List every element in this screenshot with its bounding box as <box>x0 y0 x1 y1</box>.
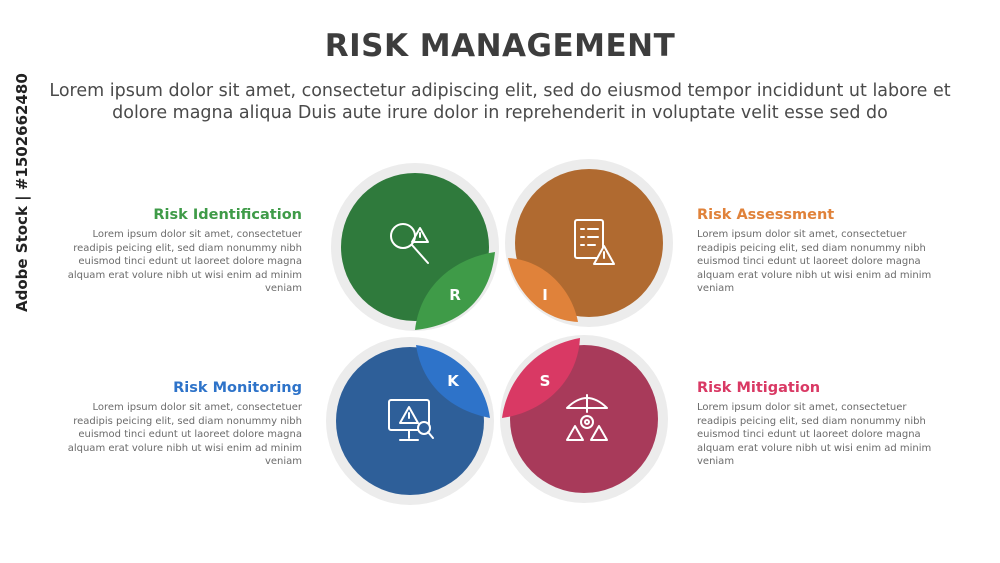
page-subtitle: Lorem ipsum dolor sit amet, consectetur … <box>49 81 951 123</box>
stock-watermark: Adobe Stock | #1502662480 <box>13 73 31 312</box>
block-body: Lorem ipsum dolor sit amet, consectetuer… <box>697 402 932 467</box>
block-body: Lorem ipsum dolor sit amet, consectetuer… <box>67 229 302 294</box>
petal-letter-s: S <box>540 372 551 390</box>
block-title: Risk Identification <box>153 207 302 223</box>
petal-letter-k: K <box>447 372 460 390</box>
page-title: RISK MANAGEMENT <box>324 28 676 64</box>
petal-letter-i: I <box>542 286 548 304</box>
checklist-warning-icon <box>574 219 615 265</box>
block-risk-monitoring: Risk Monitoring Lorem ipsum dolor sit am… <box>52 380 302 469</box>
monitor-warning-icon <box>388 399 434 441</box>
block-title: Risk Monitoring <box>173 380 302 396</box>
block-risk-mitigation: Risk Mitigation Lorem ipsum dolor sit am… <box>697 380 947 469</box>
block-risk-identification: Risk Identification Lorem ipsum dolor si… <box>52 207 302 296</box>
block-body: Lorem ipsum dolor sit amet, consectetuer… <box>67 402 302 467</box>
watermark-area: Adobe Stock | #1502662480 <box>0 0 40 563</box>
block-body: Lorem ipsum dolor sit amet, consectetuer… <box>697 229 932 294</box>
magnifier-warning-icon <box>390 223 429 264</box>
block-title: Risk Assessment <box>697 207 835 223</box>
block-title: Risk Mitigation <box>697 380 821 396</box>
petal-k <box>416 345 490 418</box>
umbrella-gear-warning-icon <box>566 394 608 441</box>
petal-i <box>508 258 578 322</box>
petal-s <box>502 338 580 418</box>
block-risk-assessment: Risk Assessment Lorem ipsum dolor sit am… <box>697 207 947 296</box>
petal-letter-r: R <box>449 286 461 304</box>
petal-r <box>415 252 495 330</box>
